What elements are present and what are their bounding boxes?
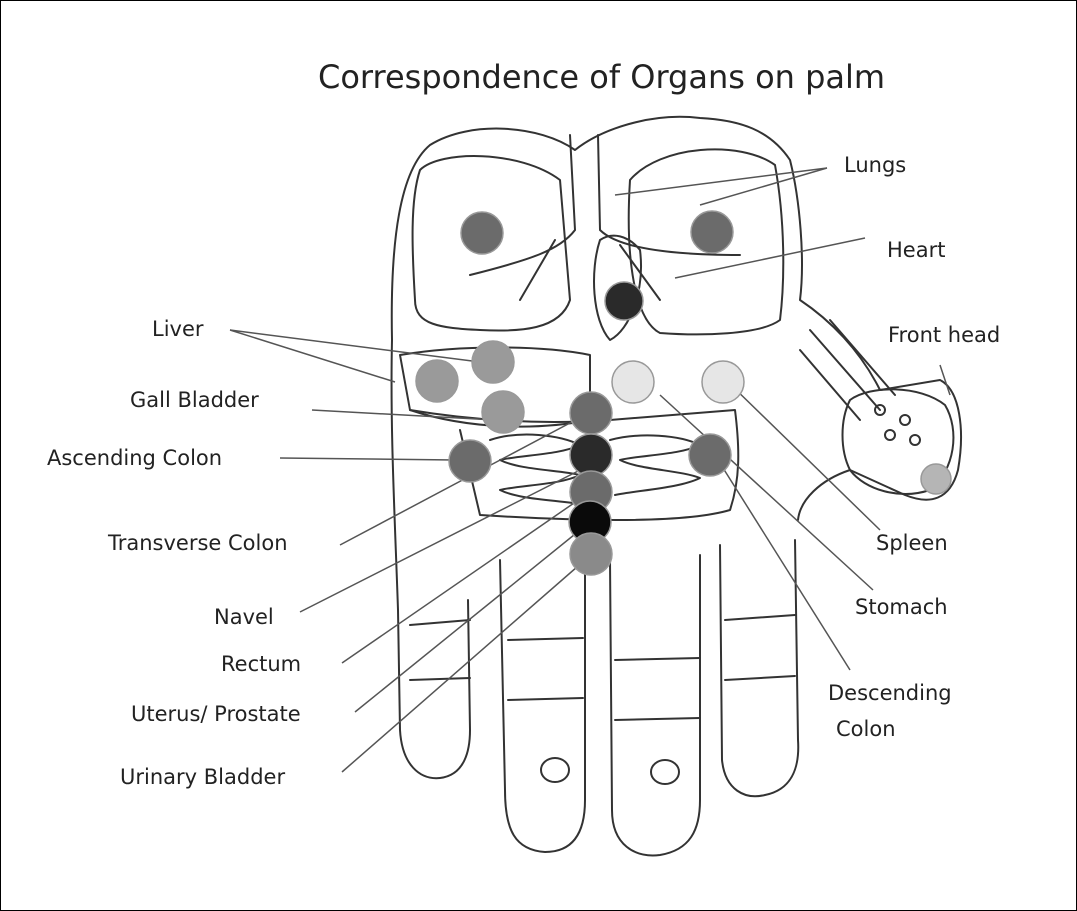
label-heart: Heart: [887, 237, 945, 263]
spleen-point: [702, 361, 744, 403]
label-spleen: Spleen: [876, 530, 948, 556]
label-front-head: Front head: [888, 322, 1000, 348]
label-navel: Navel: [214, 604, 274, 630]
front-head-point: [921, 464, 951, 494]
nail-2: [651, 760, 679, 784]
navel-point: [570, 434, 612, 476]
lungs-point-left: [461, 212, 503, 254]
label-descending-colon-line2: Colon: [836, 716, 896, 742]
heart-point: [605, 282, 643, 320]
pale-point-1: [612, 361, 654, 403]
ascending-colon-point: [449, 440, 491, 482]
label-rectum: Rectum: [221, 651, 301, 677]
label-descending-colon-line1: Descending: [828, 680, 952, 706]
label-transverse-colon: Transverse Colon: [108, 530, 288, 556]
label-uterus-prostate: Uterus/ Prostate: [131, 701, 301, 727]
label-gall-bladder: Gall Bladder: [130, 387, 259, 413]
label-lungs: Lungs: [844, 152, 906, 178]
label-ascending-colon: Ascending Colon: [47, 445, 222, 471]
liver-point-2: [472, 341, 514, 383]
lungs-point-right: [691, 211, 733, 253]
transverse-colon-point: [570, 392, 612, 434]
label-urinary-bladder: Urinary Bladder: [120, 764, 285, 790]
descending-colon-point: [689, 434, 731, 476]
gall-bladder-point: [482, 391, 524, 433]
urinary-bladder-point: [570, 533, 612, 575]
liver-point-1: [416, 360, 458, 402]
label-liver: Liver: [152, 316, 204, 342]
nail-1: [541, 758, 569, 782]
label-stomach: Stomach: [855, 594, 948, 620]
